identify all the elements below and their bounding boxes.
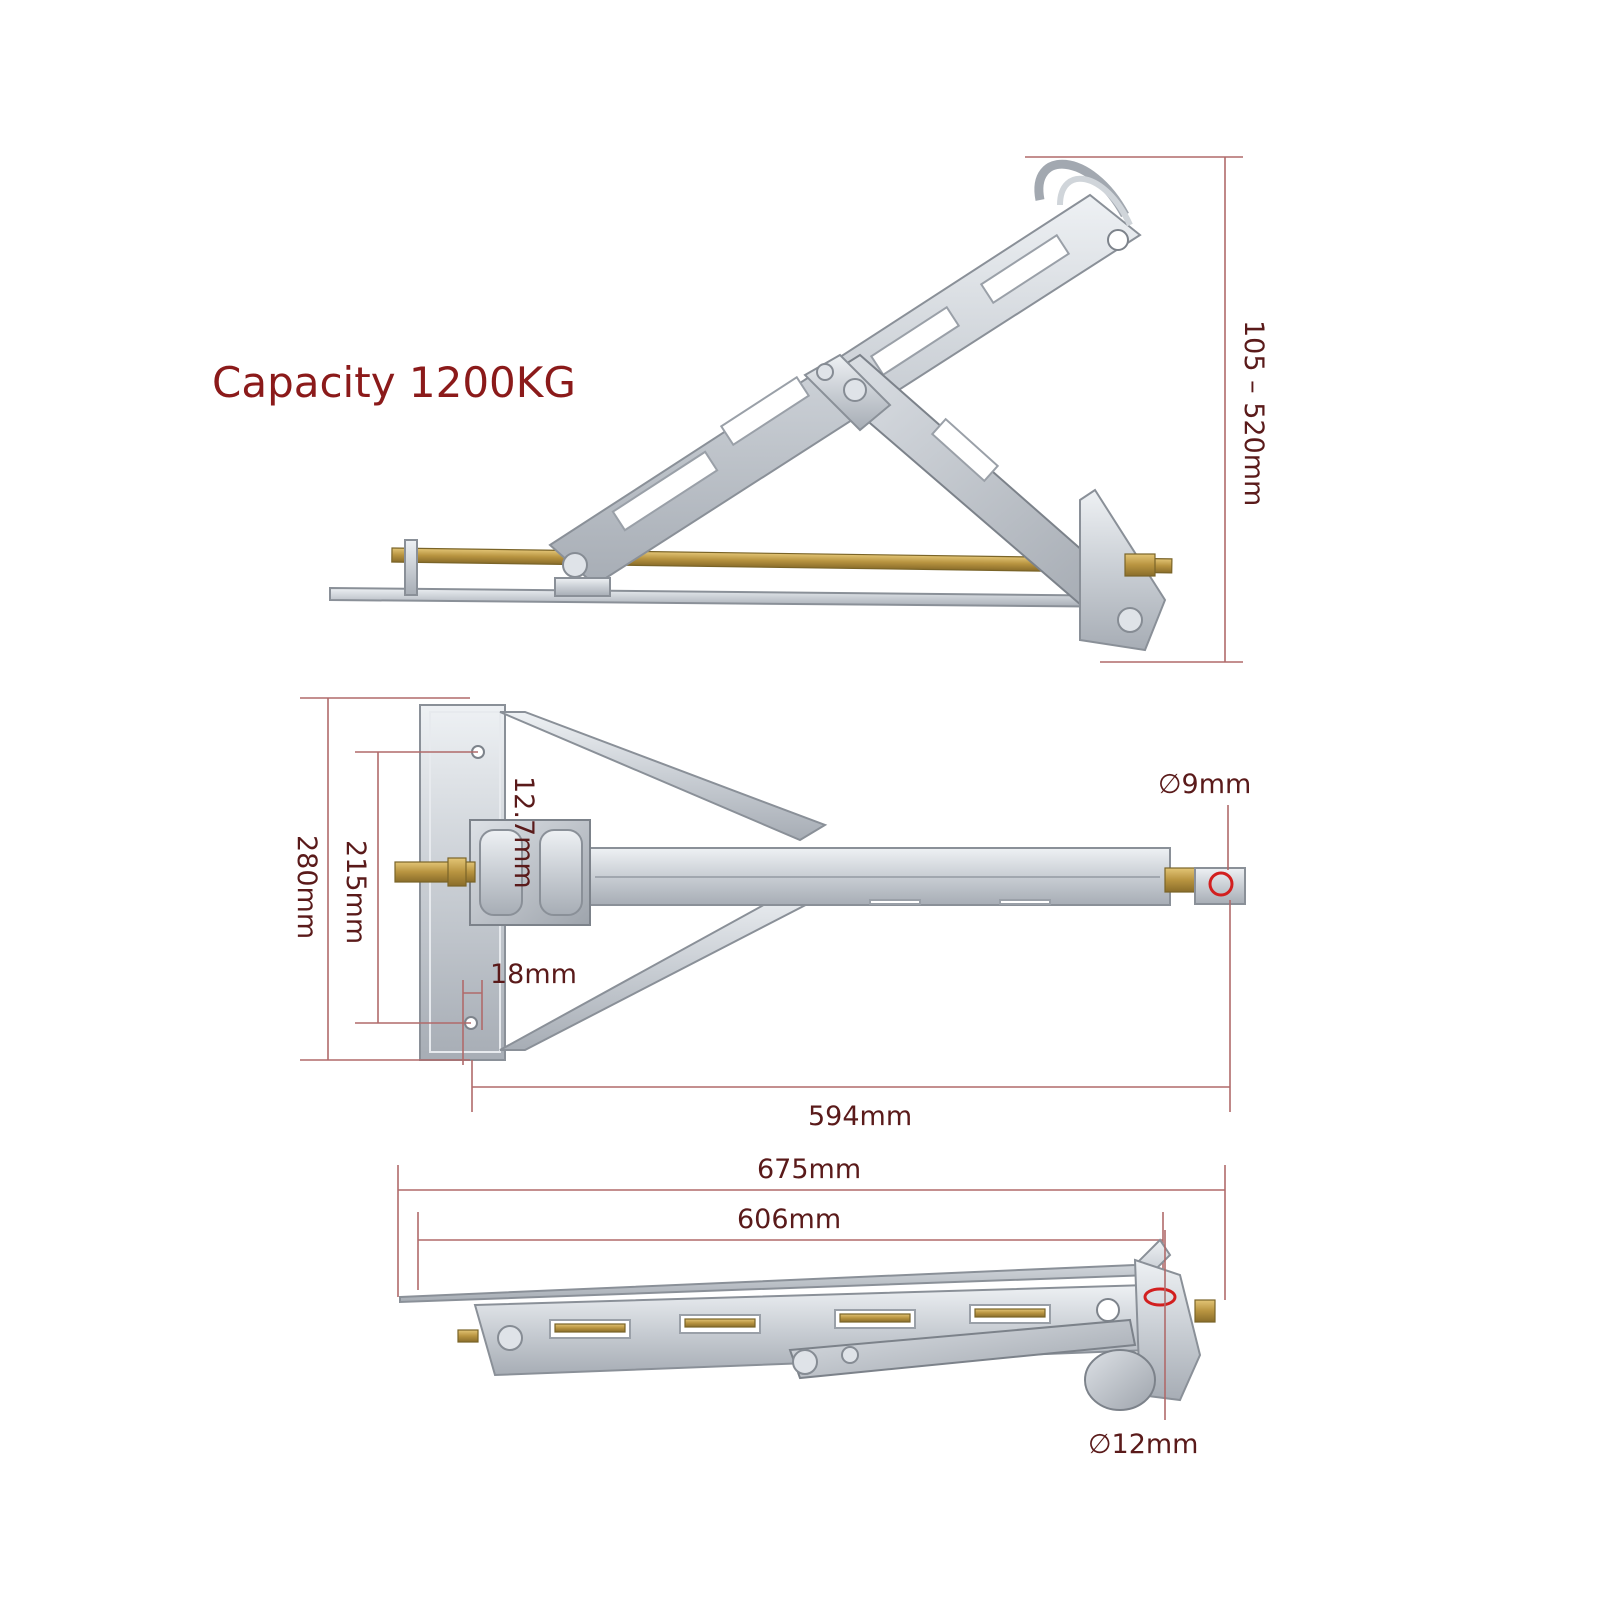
total-length-label: 675mm xyxy=(757,1154,861,1185)
extended-length-label: 594mm xyxy=(808,1101,912,1132)
capacity-title: Capacity 1200KG xyxy=(212,358,576,407)
hole-spacing-label: 12.7mm xyxy=(508,776,539,889)
pin-diameter-label: ∅9mm xyxy=(1158,769,1251,800)
outer-width-label: 280mm xyxy=(291,835,322,939)
inner-length-label: 606mm xyxy=(737,1204,841,1235)
shaft-diameter-label: ∅12mm xyxy=(1088,1429,1198,1460)
side-view-collapsed xyxy=(399,1238,1216,1411)
side-view-extended xyxy=(329,159,1173,652)
plate-offset-label: 18mm xyxy=(490,959,577,990)
pin-marker-circle xyxy=(1208,871,1234,897)
top-view xyxy=(394,704,1246,1061)
inner-width-label: 215mm xyxy=(340,840,371,944)
shaft-marker-ellipse xyxy=(1143,1287,1177,1307)
height-range-label: 105 – 520mm xyxy=(1238,320,1269,506)
